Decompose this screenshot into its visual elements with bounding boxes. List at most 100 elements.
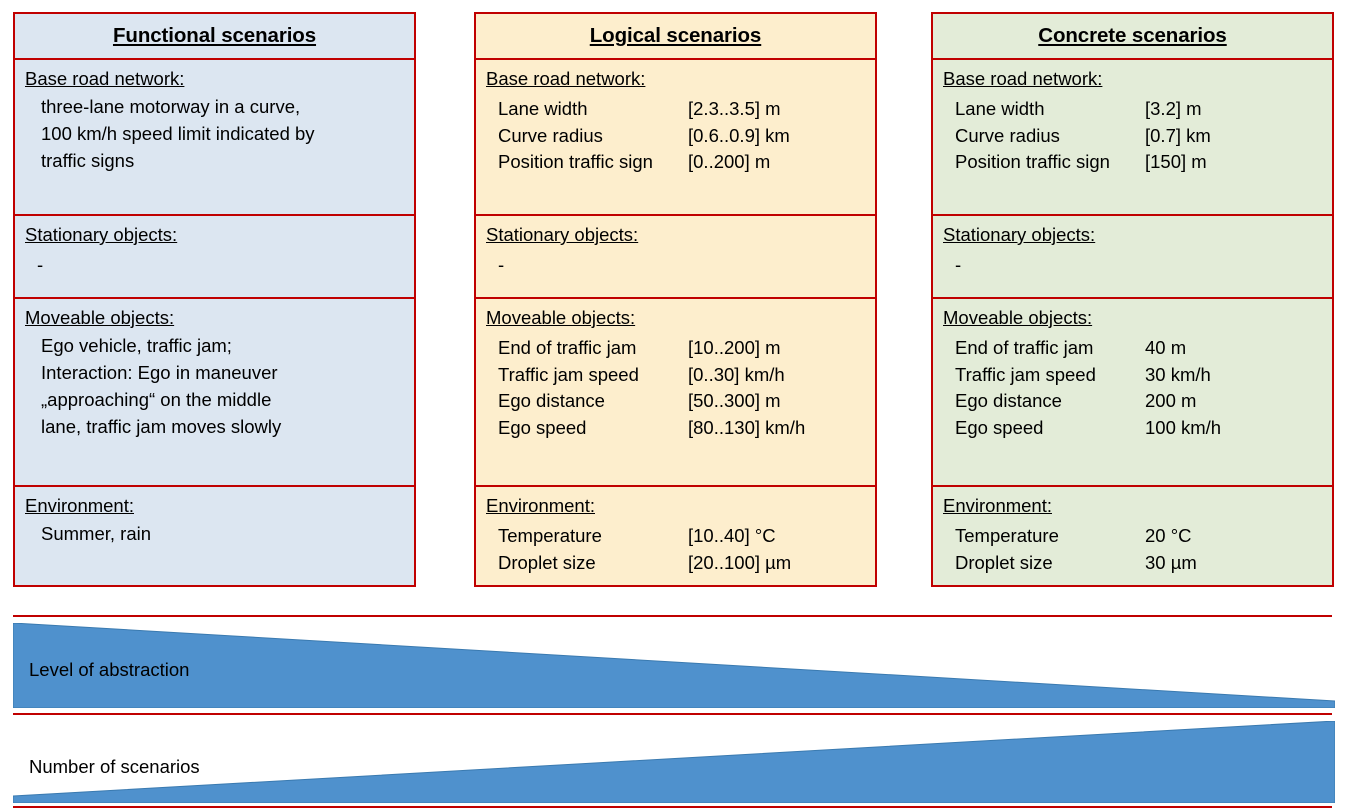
parameter-name: Position traffic sign <box>498 151 653 172</box>
parameter-name: Temperature <box>498 525 602 546</box>
parameter-name: Ego distance <box>955 390 1062 411</box>
section-body: three-lane motorway in a curve, 100 km/h… <box>15 92 414 184</box>
section-moveable-objects: Moveable objects: End of traffic jam [10… <box>476 299 875 487</box>
section-heading: Stationary objects: <box>943 224 1096 245</box>
parameter-value: [50..300] m <box>688 390 781 411</box>
parameter-value: 200 m <box>1145 390 1197 411</box>
parameter-row: End of traffic jam 40 m <box>955 335 1332 362</box>
parameter-value: 40 m <box>1145 337 1187 358</box>
section-stationary-objects: Stationary objects: - <box>15 216 414 299</box>
parameter-name: Ego speed <box>955 416 1044 438</box>
parameter-value: [20..100] µm <box>688 551 792 573</box>
section-environment: Environment: Summer, rain <box>15 487 414 585</box>
section-heading: Base road network: <box>25 68 185 89</box>
parameter-value: [80..130] km/h <box>688 416 806 438</box>
parameter-name: Temperature <box>955 525 1059 546</box>
parameter-name: Droplet size <box>498 551 596 573</box>
parameter-row: Ego speed [80..130] km/h <box>498 415 875 442</box>
section-stationary-objects: Stationary objects: - <box>476 216 875 299</box>
body-line: Ego vehicle, traffic jam; <box>41 335 232 356</box>
parameter-row: End of traffic jam [10..200] m <box>498 335 875 362</box>
section-base-road-network: Base road network: three-lane motorway i… <box>15 60 414 216</box>
parameter-list: Temperature 20 °C Droplet size 30 µm <box>933 519 1332 586</box>
scenario-columns: Functional scenarios Base road network: … <box>13 12 1334 587</box>
increasing-triangle-icon <box>13 721 1335 803</box>
parameter-row: Lane width [2.3..3.5] m <box>498 96 875 123</box>
parameter-value: [0.7] km <box>1145 124 1211 146</box>
divider-line-middle <box>13 713 1332 715</box>
parameter-name: Ego distance <box>498 390 605 411</box>
parameter-row: Droplet size [20..100] µm <box>498 550 875 577</box>
decreasing-triangle-icon <box>13 623 1335 708</box>
section-heading: Moveable objects: <box>486 307 636 328</box>
parameter-name: End of traffic jam <box>498 337 637 358</box>
divider-line-bottom <box>13 806 1332 808</box>
section-heading: Stationary objects: <box>25 224 178 245</box>
column-header-functional: Functional scenarios <box>15 14 414 60</box>
parameter-name: Lane width <box>498 98 588 119</box>
divider-line-top <box>13 615 1332 617</box>
parameter-value: [2.3..3.5] m <box>688 98 781 119</box>
wedge-number-of-scenarios: Number of scenarios <box>13 721 1335 803</box>
parameter-name: End of traffic jam <box>955 337 1094 358</box>
parameter-row: Temperature [10..40] °C <box>498 523 875 550</box>
body-line: traffic signs <box>41 150 135 171</box>
section-moveable-objects: Moveable objects: End of traffic jam 40 … <box>933 299 1332 487</box>
section-base-road-network: Base road network: Lane width [3.2] m Cu… <box>933 60 1332 216</box>
parameter-name: Position traffic sign <box>955 151 1110 172</box>
parameter-row: Position traffic sign [0..200] m <box>498 149 875 176</box>
parameter-value: [10..40] °C <box>688 525 776 546</box>
section-heading: Base road network: <box>943 68 1103 89</box>
section-heading: Moveable objects: <box>943 307 1093 328</box>
section-environment: Environment: Temperature [10..40] °C Dro… <box>476 487 875 585</box>
parameter-value: [3.2] m <box>1145 98 1202 119</box>
section-heading: Environment: <box>943 495 1052 516</box>
parameter-list: End of traffic jam [10..200] m Traffic j… <box>476 331 875 451</box>
section-base-road-network: Base road network: Lane width [2.3..3.5]… <box>476 60 875 216</box>
parameter-row: Ego speed 100 km/h <box>955 415 1332 442</box>
column-title: Concrete scenarios <box>1038 24 1227 47</box>
body-line: Summer, rain <box>41 523 152 544</box>
parameter-row: Curve radius [0.7] km <box>955 123 1332 150</box>
section-body-dash: - <box>37 254 44 275</box>
wedge-panel: Level of abstraction Number of scenarios <box>0 595 1345 811</box>
parameter-value: [10..200] m <box>688 337 781 358</box>
parameter-value: [0.6..0.9] km <box>688 124 790 146</box>
column-title: Functional scenarios <box>112 24 317 47</box>
parameter-list: End of traffic jam 40 m Traffic jam spee… <box>933 331 1332 451</box>
parameter-value: [0..200] m <box>688 151 771 172</box>
column-logical: Logical scenarios Base road network: Lan… <box>474 12 877 587</box>
parameter-value: 20 °C <box>1145 525 1192 546</box>
column-header-logical: Logical scenarios <box>476 14 875 60</box>
body-line: Interaction: Ego in maneuver <box>41 362 278 383</box>
column-header-concrete: Concrete scenarios <box>933 14 1332 60</box>
section-environment: Environment: Temperature 20 °C Droplet s… <box>933 487 1332 585</box>
body-line: „approaching“ on the middle <box>41 389 272 410</box>
parameter-row: Curve radius [0.6..0.9] km <box>498 123 875 150</box>
section-heading: Stationary objects: <box>486 224 639 245</box>
body-line: lane, traffic jam moves slowly <box>41 416 282 437</box>
parameter-name: Curve radius <box>955 124 1060 146</box>
parameter-name: Traffic jam speed <box>955 363 1096 385</box>
parameter-name: Ego speed <box>498 416 587 438</box>
parameter-value: 30 km/h <box>1145 363 1211 385</box>
section-heading: Environment: <box>486 495 595 516</box>
parameter-list: Temperature [10..40] °C Droplet size [20… <box>476 519 875 586</box>
section-moveable-objects: Moveable objects: Ego vehicle, traffic j… <box>15 299 414 487</box>
body-line: three-lane motorway in a curve, <box>41 96 301 117</box>
section-body: Ego vehicle, traffic jam; Interaction: E… <box>15 331 414 450</box>
body-line: 100 km/h speed limit indicated by <box>41 123 315 144</box>
section-body-dash: - <box>498 254 505 275</box>
section-heading: Base road network: <box>486 68 646 89</box>
parameter-value: [150] m <box>1145 151 1207 172</box>
wedge-label: Level of abstraction <box>29 659 190 680</box>
parameter-row: Traffic jam speed [0..30] km/h <box>498 362 875 389</box>
parameter-row: Lane width [3.2] m <box>955 96 1332 123</box>
parameter-row: Ego distance 200 m <box>955 388 1332 415</box>
wedge-label: Number of scenarios <box>29 756 200 777</box>
section-heading: Moveable objects: <box>25 307 175 328</box>
column-title: Logical scenarios <box>589 24 762 47</box>
section-body-dash: - <box>955 254 962 275</box>
parameter-name: Lane width <box>955 98 1045 119</box>
